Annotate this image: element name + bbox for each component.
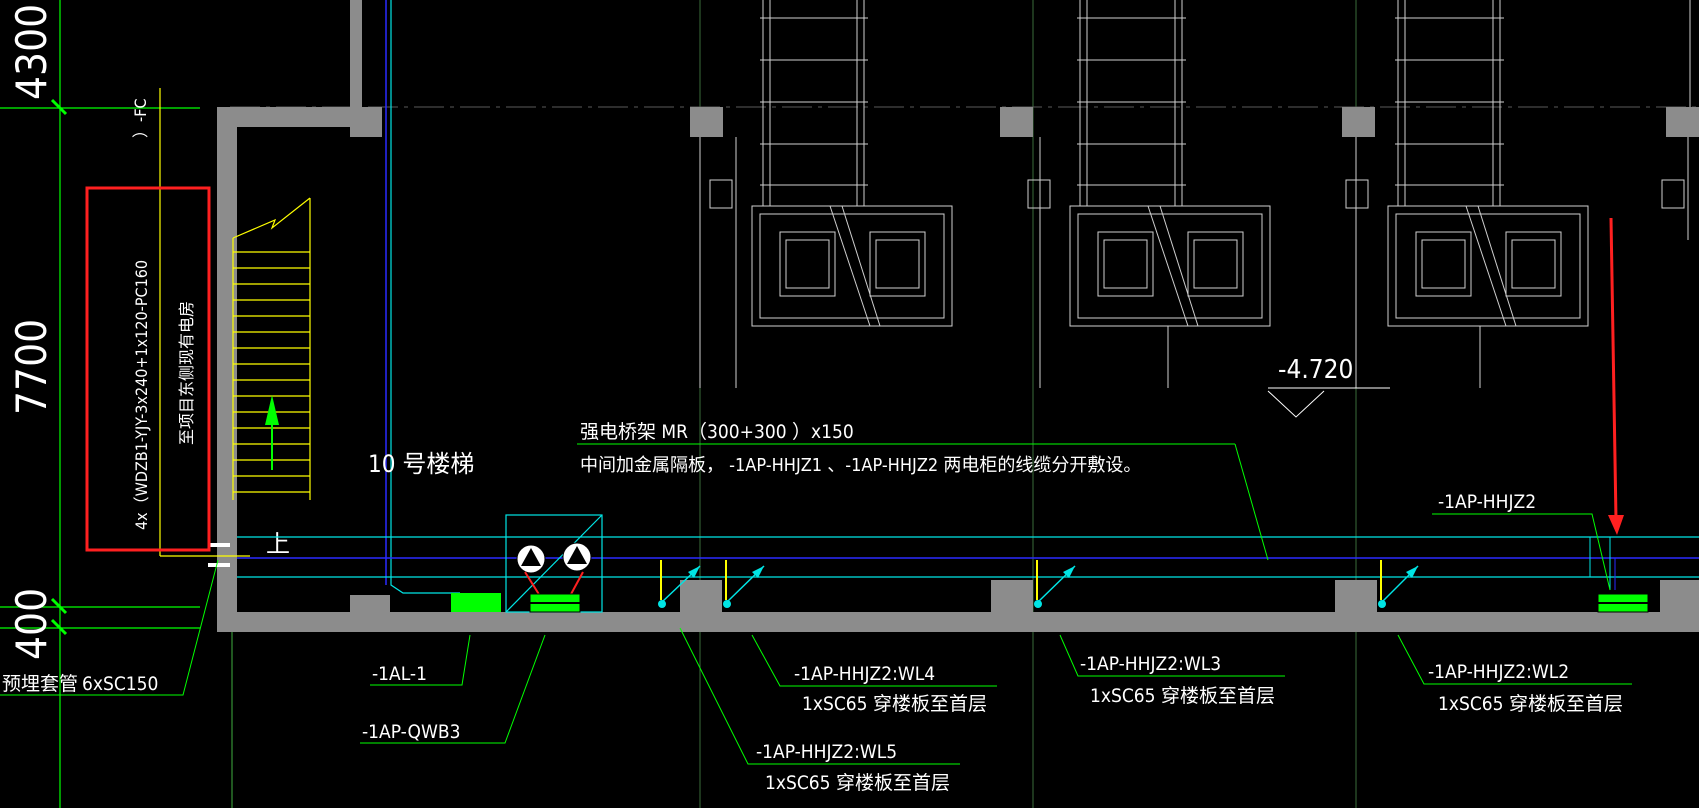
tray-spec: 强电桥架 MR（300+300 ）x150 [580,421,854,443]
dimension-mid: 7700 [7,319,56,415]
wl5-spec: 1xSC65 穿楼板至首层 [765,772,950,794]
elevator-shaft-4-partial [1661,0,1691,240]
al1-panel [451,593,501,612]
walls [217,0,1699,632]
fc-note: ）-FC [131,98,150,138]
wl4-label: -1AP-HHJZ2:WL4 [794,663,935,685]
wl2-spec: 1xSC65 穿楼板至首层 [1438,693,1623,715]
elevator-shaft-3 [1345,0,1589,388]
elevator-shaft-2 [1027,0,1271,388]
embed-spec-label: 6xSC150 [82,673,158,695]
elevator-shaft-1 [699,0,953,388]
panel-right-label: -1AP-HHJZ2 [1438,491,1536,513]
up-mark-label: 上 [266,530,290,558]
al1-label: -1AL-1 [372,663,427,685]
cable-tray [237,536,1699,590]
wl5-label: -1AP-HHJZ2:WL5 [756,741,897,763]
stair-name: 10 号楼梯 [368,450,474,478]
qwb3-label: -1AP-QWB3 [362,721,460,743]
highlight-box [85,186,211,552]
wl3-label: -1AP-HHJZ2:WL3 [1080,653,1221,675]
tray-note: 中间加金属隔板， -1AP-HHJZ1 、-1AP-HHJZ2 两电柜的线缆分开… [580,455,1141,476]
distribution-boxes [451,593,1649,613]
wl2-label: -1AP-HHJZ2:WL2 [1428,661,1569,683]
elevation-value: -4.720 [1278,355,1353,385]
wl3-spec: 1xSC65 穿楼板至首层 [1090,685,1275,707]
dimension-bottom: 400 [7,588,56,660]
elevation-mark [1267,387,1390,418]
vertical-conduit [385,0,460,594]
dimension-top: 4300 [7,4,56,100]
stair-arrow [265,395,279,470]
cable-destination-text: 至项目东侧现有电房 [177,301,196,445]
lamp-symbols [516,542,592,597]
leader-lines [0,559,1632,765]
embed-left-label: 预埋套管 [2,673,78,695]
riser-symbols [658,560,1419,608]
dimension-line [0,0,200,808]
wl4-spec: 1xSC65 穿楼板至首层 [802,693,987,715]
stair-up-mark: 上 [208,530,290,567]
cable-spec-text: 4x（WDZB1-YJY-3x240+1x120-PC160 [132,260,151,530]
red-pointer-arrow [1608,217,1624,535]
